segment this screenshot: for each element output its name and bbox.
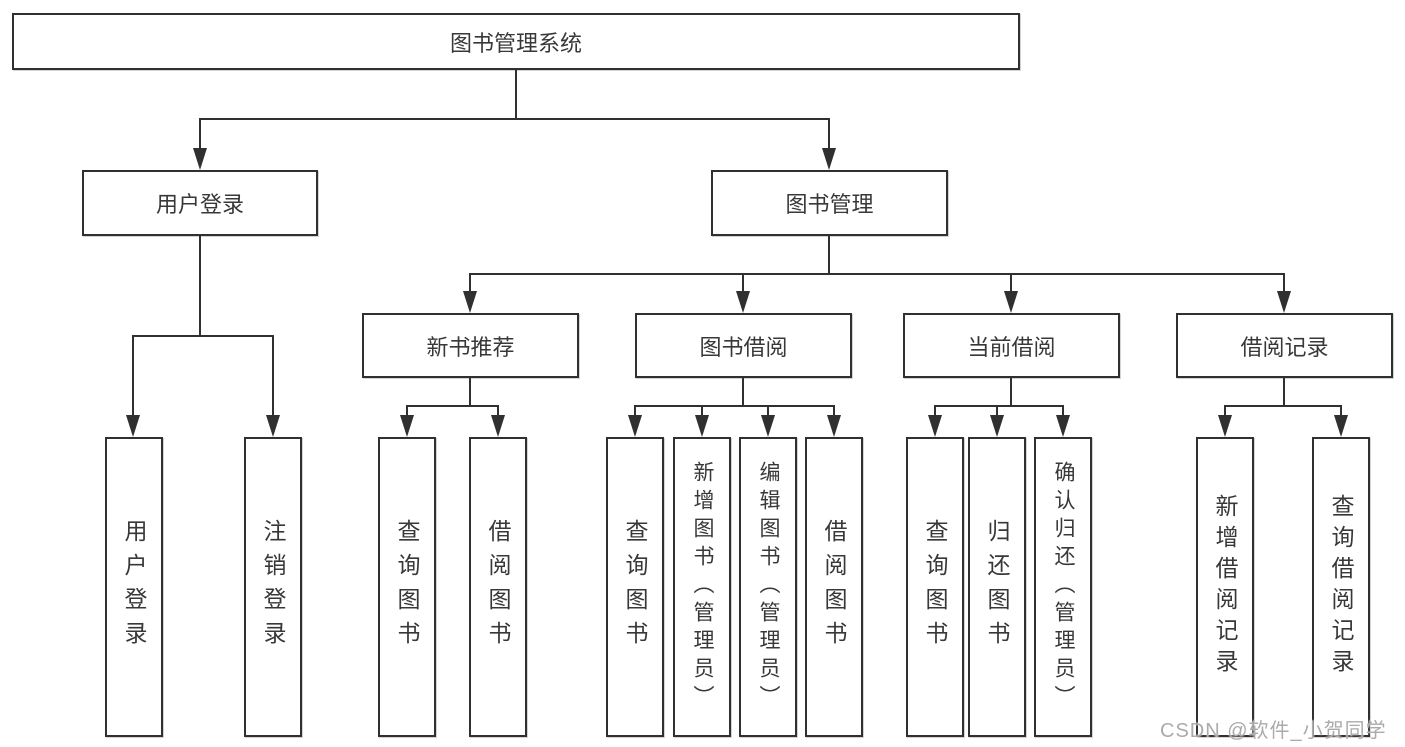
node-book-management: 图书管理 (711, 170, 948, 236)
leaf-confirm-return-admin: 确认归还（管理员） (1034, 437, 1092, 737)
node-label: 借阅图书 (485, 519, 511, 655)
arrowhead-down-icon (463, 291, 477, 313)
connector-line (742, 378, 744, 405)
node-label: 用户登录 (121, 519, 147, 655)
leaf-add-books-admin: 新增图书（管理员） (673, 437, 731, 737)
arrowhead-down-icon (827, 415, 841, 437)
node-label: 图书借阅 (699, 334, 788, 360)
leaf-borrow-books: 借阅图书 (805, 437, 863, 737)
node-label: 确认归还（管理员） (1052, 461, 1075, 713)
arrowhead-down-icon (491, 415, 505, 437)
node-label: 查询图书 (922, 519, 948, 655)
leaf-user-login: 用户登录 (105, 437, 163, 737)
connector-line (996, 405, 998, 417)
arrowhead-down-icon (736, 291, 750, 313)
arrowhead-down-icon (1004, 291, 1018, 313)
arrowhead-down-icon (990, 415, 1004, 437)
arrowhead-down-icon (400, 415, 414, 437)
connector-line (199, 236, 201, 335)
node-label: 查询借阅记录 (1328, 494, 1354, 680)
connector-line (1010, 273, 1012, 293)
node-label: 图书管理系统 (449, 30, 582, 56)
connector-line (634, 405, 636, 417)
connector-line (132, 335, 273, 337)
arrowhead-down-icon (822, 148, 836, 170)
connector-line (1224, 405, 1226, 417)
connector-line (469, 273, 1285, 275)
arrowhead-down-icon (193, 148, 207, 170)
node-book-borrow: 图书借阅 (635, 313, 852, 378)
node-label: 当前借阅 (967, 334, 1056, 360)
connector-line (1283, 378, 1285, 405)
node-borrow-records: 借阅记录 (1176, 313, 1393, 378)
node-current-borrow: 当前借阅 (903, 313, 1120, 378)
connector-line (634, 405, 835, 407)
connector-line (199, 118, 201, 150)
connector-line (497, 405, 499, 417)
leaf-logout: 注销登录 (244, 437, 302, 737)
leaf-borrow-books-recommend: 借阅图书 (469, 437, 527, 737)
leaf-query-books-current: 查询图书 (906, 437, 964, 737)
connector-line (1340, 405, 1342, 417)
node-root-system: 图书管理系统 (12, 13, 1020, 70)
arrowhead-down-icon (1277, 291, 1291, 313)
leaf-return-books: 归还图书 (968, 437, 1026, 737)
connector-line (701, 405, 703, 417)
leaf-query-borrow-record: 查询借阅记录 (1312, 437, 1370, 737)
connector-line (1283, 273, 1285, 293)
node-user-login: 用户登录 (82, 170, 318, 236)
connector-line (833, 405, 835, 417)
connector-line (406, 405, 408, 417)
leaf-edit-books-admin: 编辑图书（管理员） (739, 437, 797, 737)
leaf-add-borrow-record: 新增借阅记录 (1196, 437, 1254, 737)
leaf-query-books-recommend: 查询图书 (378, 437, 436, 737)
connector-line (132, 335, 134, 417)
arrowhead-down-icon (1056, 415, 1070, 437)
node-new-book-recommend: 新书推荐 (362, 313, 579, 378)
connector-line (934, 405, 936, 417)
arrowhead-down-icon (761, 415, 775, 437)
node-label: 用户登录 (155, 192, 244, 217)
arrowhead-down-icon (695, 415, 709, 437)
node-label: 查询图书 (394, 519, 420, 655)
arrowhead-down-icon (266, 415, 280, 437)
node-label: 新增借阅记录 (1212, 494, 1238, 680)
watermark: CSDN @软件_小贺同学 (1160, 720, 1387, 742)
node-label: 借阅图书 (821, 519, 847, 655)
arrowhead-down-icon (1218, 415, 1232, 437)
leaf-query-books-borrow: 查询图书 (606, 437, 664, 737)
connector-line (828, 118, 830, 150)
connector-line (934, 405, 1064, 407)
connector-line (828, 236, 830, 273)
connector-line (469, 273, 471, 293)
connector-line (742, 273, 744, 293)
connector-line (1010, 378, 1012, 405)
node-label: 新增图书（管理员） (691, 461, 714, 713)
arrowhead-down-icon (1334, 415, 1348, 437)
connector-line (406, 405, 499, 407)
connector-line (1062, 405, 1064, 417)
node-label: 新书推荐 (426, 334, 515, 360)
arrowhead-down-icon (928, 415, 942, 437)
arrowhead-down-icon (628, 415, 642, 437)
connector-line (272, 335, 274, 417)
connector-line (199, 118, 830, 120)
connector-line (515, 70, 517, 118)
connector-line (1224, 405, 1342, 407)
node-label: 注销登录 (260, 519, 286, 655)
node-label: 归还图书 (984, 519, 1010, 655)
connector-line (469, 378, 471, 405)
arrowhead-down-icon (126, 415, 140, 437)
connector-line (767, 405, 769, 417)
node-label: 图书管理 (785, 192, 874, 217)
node-label: 查询图书 (622, 519, 648, 655)
node-label: 借阅记录 (1240, 334, 1329, 360)
node-label: 编辑图书（管理员） (757, 461, 780, 713)
